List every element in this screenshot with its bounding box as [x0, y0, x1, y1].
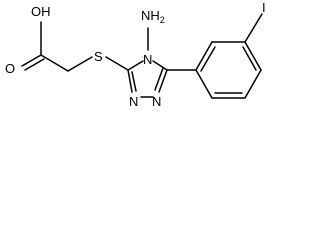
bond-n4-c5 — [152, 60, 168, 71]
bond-s-c3 — [105, 56, 129, 71]
bond-ph-c1-c2 — [195, 41, 213, 71]
bond-c3-n4 — [127, 60, 144, 71]
atom-label-amino: NH2 — [141, 8, 165, 25]
bond-c5-n1-double-1 — [158, 69, 168, 93]
bonds — [21, 13, 263, 99]
molecule-structure: OH O S NH2 N N N I — [5, 0, 266, 109]
bond-carboxyl-c-o-double-2 — [24, 58, 45, 71]
atom-label-ring-n1: N — [152, 94, 161, 109]
bond-carboxyl-c-ch2 — [40, 54, 69, 72]
bond-c5-n1-double-2 — [154, 67, 164, 91]
bond-ph-c4-c5 — [244, 69, 262, 99]
bond-ph-c1-c2-inner — [200, 46, 216, 72]
atom-label-ring-n2: N — [129, 94, 138, 109]
bond-ph-c3-c4 — [244, 41, 262, 71]
bond-ph-c3-c4-inner — [242, 46, 257, 71]
atom-labels: OH O S NH2 N N N I — [5, 0, 266, 109]
bond-ph-c6-c1 — [195, 69, 213, 99]
atom-label-carbonyl-o: O — [5, 61, 15, 76]
atom-label-ring-n4: N — [143, 52, 152, 67]
atom-label-thioether-s: S — [94, 49, 103, 64]
bond-c-iodine — [244, 13, 263, 43]
atom-label-iodine: I — [262, 0, 266, 15]
atom-label-carboxyl-oh: OH — [31, 4, 51, 19]
bond-carboxyl-c-o-double-1 — [21, 54, 42, 67]
bond-n2-c3-double-1 — [127, 69, 133, 93]
amino-subscript: 2 — [160, 15, 165, 25]
bond-ch2-s — [67, 56, 93, 72]
amino-nh: NH — [141, 8, 160, 23]
bond-n2-c3-double-2 — [131, 71, 137, 92]
